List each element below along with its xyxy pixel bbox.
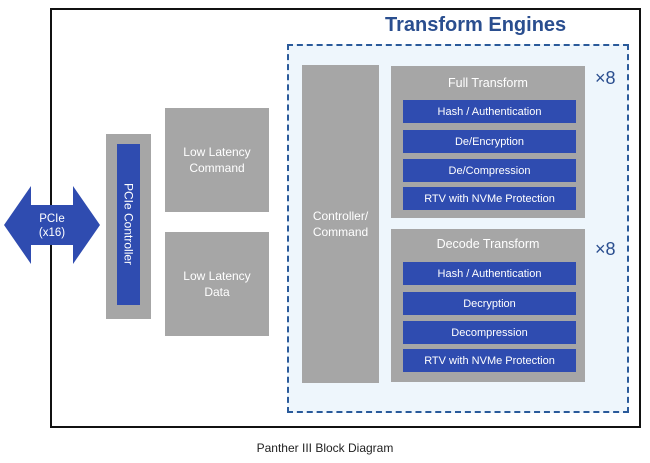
pcie-controller-label: PCIe Controller [121, 183, 136, 266]
decode-transform-item-rtv: RTV with NVMe Protection [403, 349, 576, 372]
low-latency-command-block: Low Latency Command [165, 108, 269, 212]
full-transform-title: Full Transform [448, 76, 528, 90]
low-latency-data-line2: Data [204, 285, 230, 299]
pcie-controller-inner: PCIe Controller [117, 144, 140, 305]
pcie-double-arrow-icon [4, 186, 100, 264]
full-transform-item-encryption: De/Encryption [403, 130, 576, 153]
low-latency-data-block: Low Latency Data [165, 232, 269, 336]
pcie-label-line1: PCIe [39, 213, 65, 225]
controller-command-line2: Command [312, 225, 369, 239]
decode-transform-item-decompression: Decompression [403, 321, 576, 344]
decode-transform-title: Decode Transform [436, 237, 540, 251]
full-transform-multiplier: ×8 [595, 68, 616, 88]
full-transform-item-rtv: RTV with NVMe Protection [403, 187, 576, 210]
decode-transform-item-decryption: Decryption [403, 292, 576, 315]
diagram-caption: Panther III Block Diagram [256, 441, 394, 455]
controller-command-block: Controller/ Command [302, 65, 379, 383]
decode-transform-multiplier: ×8 [595, 239, 616, 259]
low-latency-command-line1: Low Latency [183, 145, 251, 159]
decode-transform-item-hash: Hash / Authentication [403, 262, 576, 285]
low-latency-data-line1: Low Latency [183, 269, 251, 283]
pcie-label-line2: (x16) [38, 227, 66, 239]
full-transform-item-compression: De/Compression [403, 159, 576, 182]
low-latency-command-line2: Command [189, 161, 245, 175]
controller-command-line1: Controller/ [312, 209, 369, 223]
pcie-label: PCIe (x16) [4, 212, 100, 240]
transform-engines-title: Transform Engines [385, 14, 567, 36]
full-transform-item-hash: Hash / Authentication [403, 100, 576, 123]
